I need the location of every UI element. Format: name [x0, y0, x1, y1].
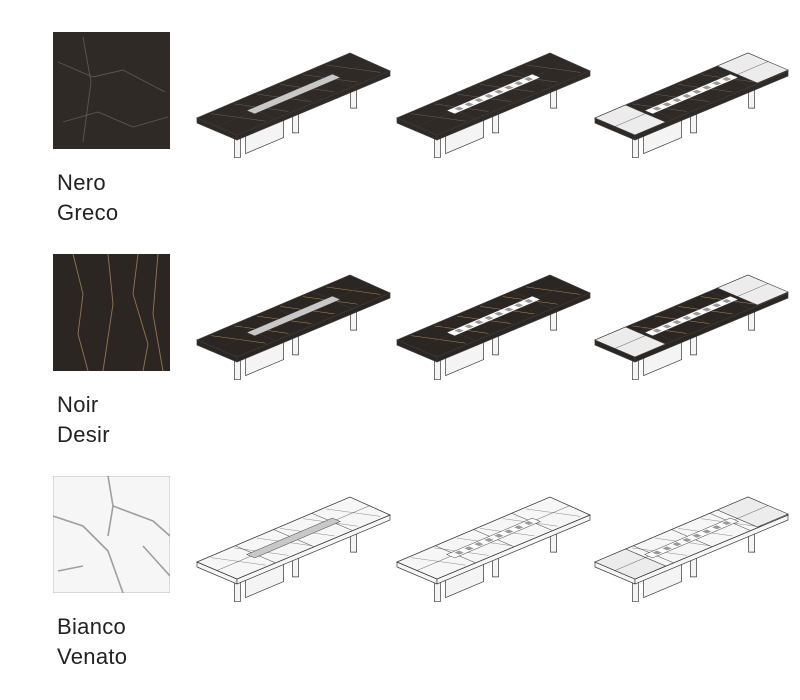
central-strip: [246, 73, 341, 115]
conference-table-drawing: [195, 496, 392, 602]
table-cable-ports: [395, 264, 595, 404]
conference-table-drawing: [195, 52, 392, 158]
table-white-ends: [593, 264, 793, 404]
finish-name-line2: Desir: [57, 422, 110, 447]
finish-name-line2: Venato: [57, 644, 128, 669]
conference-table-drawing: [395, 274, 592, 380]
table-central-strip: [195, 486, 395, 626]
table-cable-ports: [395, 486, 595, 626]
finish-row-bianco-venato: Bianco Venato: [0, 476, 800, 698]
finish-name-line1: Bianco: [57, 614, 127, 639]
finish-name-line2: Greco: [57, 200, 119, 225]
finish-name-line1: Noir: [57, 392, 99, 417]
finish-label: Bianco Venato: [57, 612, 127, 672]
conference-table-drawing: [593, 496, 790, 602]
conference-table-drawing: [395, 496, 592, 602]
table-central-strip: [195, 42, 395, 182]
conference-table-drawing: [593, 274, 790, 380]
table-white-ends: [593, 42, 793, 182]
conference-table-drawing: [395, 52, 592, 158]
marble-swatch: [53, 254, 170, 371]
finish-name-line1: Nero: [57, 170, 106, 195]
marble-texture: [53, 254, 170, 371]
central-strip: [246, 295, 341, 337]
marble-texture: [53, 476, 170, 593]
finish-label: Noir Desir: [57, 390, 110, 450]
central-strip: [246, 517, 341, 559]
table-white-ends: [593, 486, 793, 626]
marble-texture: [53, 32, 170, 149]
finish-row-nero-greco: Nero Greco: [0, 32, 800, 254]
marble-swatch: [53, 476, 170, 593]
conference-table-drawing: [593, 52, 790, 158]
finish-row-noir-desir: Noir Desir: [0, 254, 800, 476]
finish-label: Nero Greco: [57, 168, 118, 228]
table-central-strip: [195, 264, 395, 404]
conference-table-drawing: [195, 274, 392, 380]
marble-swatch: [53, 32, 170, 149]
table-cable-ports: [395, 42, 595, 182]
